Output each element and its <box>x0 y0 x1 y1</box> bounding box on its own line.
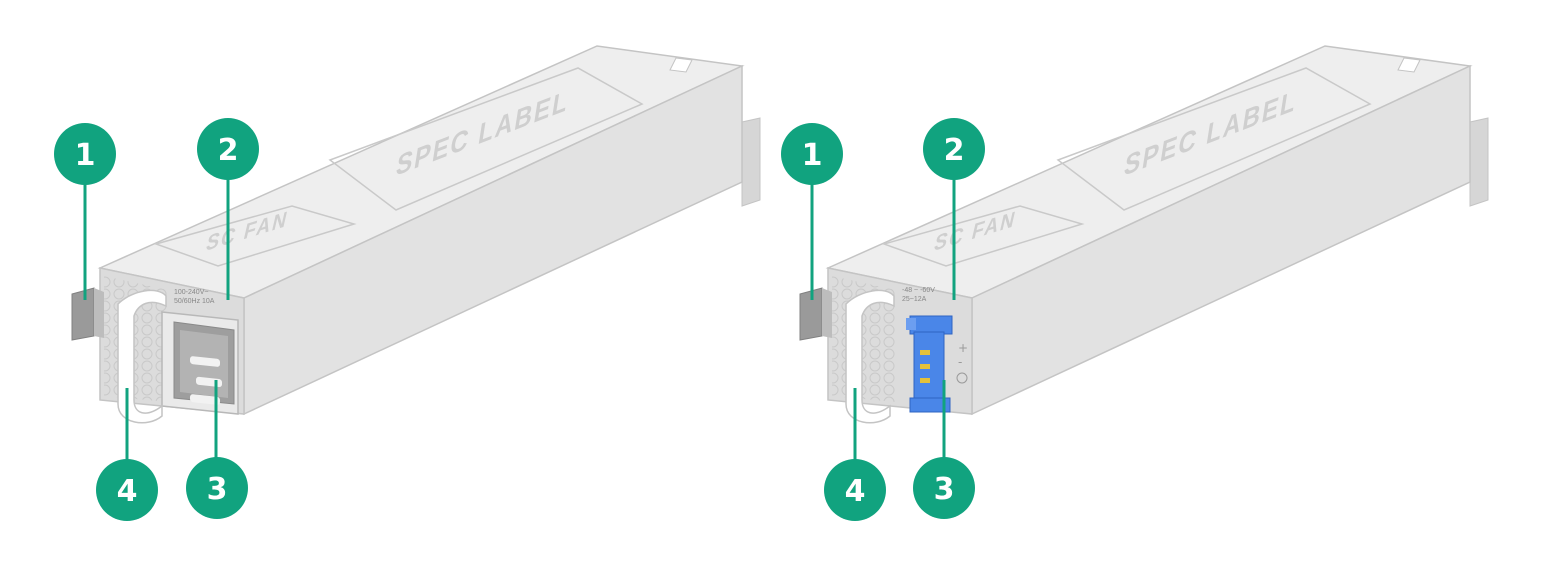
left-top-notch <box>669 57 693 73</box>
svg-text:2: 2 <box>218 133 239 168</box>
right-rear-tab <box>1469 117 1489 207</box>
callout-badge: 3 <box>186 457 248 519</box>
right-power-supply: SPEC LABEL SC FAN -48 ~ -60V 25~12A + - <box>799 45 1489 424</box>
left-spec-label-area <box>328 67 644 211</box>
ac-power-inlet <box>161 311 239 415</box>
left-callouts: 1 2 3 4 <box>54 118 259 521</box>
left-rating-line2: 50/60Hz 10A <box>174 298 215 305</box>
svg-text:1: 1 <box>75 138 96 173</box>
right-spec-label-area <box>1056 67 1372 211</box>
dc-terminal-block <box>906 315 953 413</box>
svg-text:4: 4 <box>117 474 138 509</box>
minus-sign: - <box>958 355 962 369</box>
plus-sign: + <box>958 341 968 355</box>
svg-text:3: 3 <box>934 472 955 507</box>
right-rating-line2: 25~12A <box>902 296 927 303</box>
svg-text:2: 2 <box>944 133 965 168</box>
right-rating-line1: -48 ~ -60V <box>902 287 935 294</box>
left-rear-tab <box>741 117 761 207</box>
left-sub-label-area <box>153 205 357 267</box>
callout-badge: 4 <box>824 459 886 521</box>
callout-badge: 1 <box>781 123 843 185</box>
left-handle <box>117 289 167 424</box>
left-rating-line1: 100-240V~ <box>174 289 208 296</box>
svg-text:4: 4 <box>845 474 866 509</box>
right-callouts: 1 2 3 4 <box>781 118 985 521</box>
right-sub-label-area <box>881 205 1085 267</box>
ground-icon <box>956 372 968 384</box>
callout-badge: 2 <box>197 118 259 180</box>
svg-text:3: 3 <box>207 472 228 507</box>
left-ejector-latch <box>71 287 95 341</box>
right-handle <box>845 289 895 424</box>
left-power-supply: SPEC LABEL SC FAN 100-240V~ 50/60Hz 10A <box>71 45 761 424</box>
callout-badge: 3 <box>913 457 975 519</box>
callout-leaders <box>83 178 956 460</box>
callout-badge: 2 <box>923 118 985 180</box>
callout-badge: 1 <box>54 123 116 185</box>
callout-badge: 4 <box>96 459 158 521</box>
svg-text:1: 1 <box>802 138 823 173</box>
right-top-notch <box>1397 57 1421 73</box>
